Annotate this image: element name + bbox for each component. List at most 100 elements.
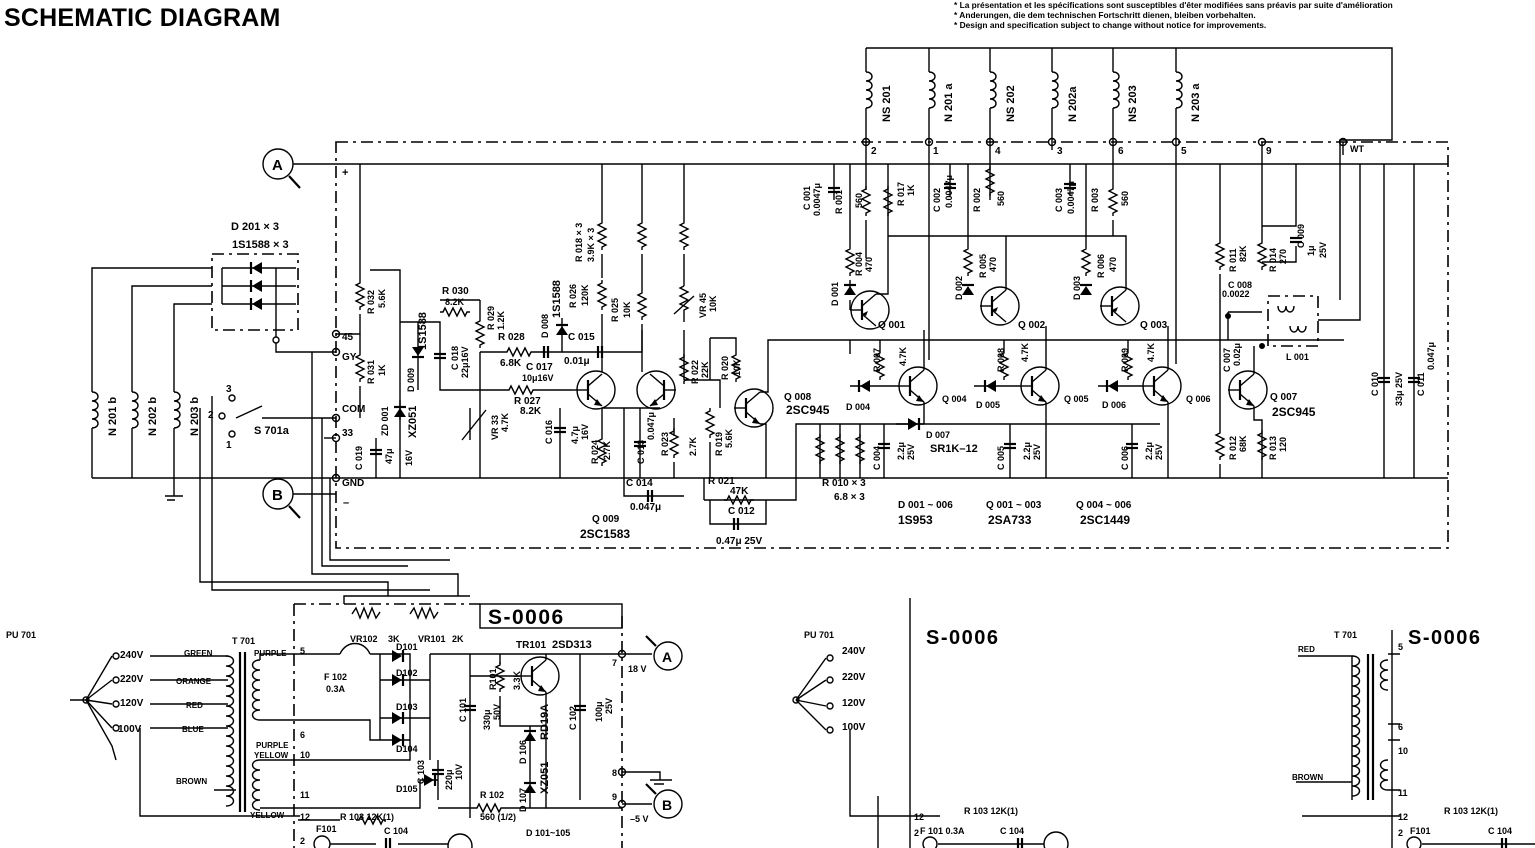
r032-label: R 032 [366, 290, 376, 314]
c016-voltage: 16V [580, 424, 590, 440]
wire-yellow-label: YELLOW [254, 751, 289, 760]
d006-label: D 006 [1102, 400, 1126, 410]
d105-label: D105 [396, 784, 418, 794]
coil-label-n201b: N 201 b [107, 397, 119, 436]
r013-value: 120 [1278, 437, 1288, 452]
wire-yellow: YELLOW [250, 811, 285, 820]
r020-value: 10K [732, 359, 742, 376]
c011-label: C 011 [1416, 372, 1426, 396]
vr102-value: 3K [388, 634, 400, 644]
r021-value: 47K [730, 486, 749, 497]
r007-label: R 007 [872, 348, 882, 372]
zd001-voltage: 16V [404, 450, 414, 466]
diff-amp-section: R 018 × 3 3.9K × 3 R 026 120K R 025 10K … [544, 164, 790, 547]
vr101-label: VR101 [418, 634, 446, 644]
switch-pos-2: 2 [208, 410, 214, 421]
pin-gnd: GND [342, 478, 364, 489]
d104-label: D104 [396, 744, 418, 754]
r011-value: 82K [1238, 245, 1248, 262]
c001-label: C 001 [802, 186, 812, 210]
interboard-wiring [199, 352, 459, 596]
r022-value: 22K [700, 361, 710, 378]
r023-label: R 023 [660, 432, 670, 456]
v240-label: 240V [120, 650, 144, 661]
power-board-title: S-0006 [488, 606, 565, 629]
switch-pos-1: 1 [226, 440, 232, 451]
connector-b-label: B [272, 487, 283, 504]
f101-label: F101 [316, 824, 337, 834]
coil-label-ns202: NS 202 [1005, 85, 1017, 122]
coil-label-n203a: N 203 a [1190, 83, 1202, 122]
pwr-pin-6: 6 [300, 730, 305, 740]
legend-q1-type: 2SA733 [988, 513, 1032, 527]
power-connector-b: B [662, 797, 672, 813]
variant-a-v100: 100V [842, 722, 866, 733]
r021-label: R 021 [708, 476, 735, 487]
r101-label: R101 [488, 668, 498, 690]
connector-a: A + [262, 148, 348, 189]
r019-value: 5.6K [724, 428, 734, 448]
pin-9: 9 [1266, 146, 1272, 157]
variant-b-pin6: 6 [1398, 722, 1403, 732]
switch-s701a: 3 2 1 S 701a [208, 384, 336, 451]
c009-value: 1μ [1306, 245, 1316, 256]
f102-label: F 102 [324, 672, 347, 682]
r025-value: 10K [622, 301, 632, 318]
c012-label: C 012 [728, 506, 755, 517]
r003-label: R 003 [1090, 188, 1100, 212]
d107-label: D 107 [518, 788, 528, 812]
variant-a-v240: 240V [842, 646, 866, 657]
r012-label: R 012 [1228, 436, 1238, 460]
page-title: SCHEMATIC DIAGRAM [4, 4, 281, 32]
variant-a-board: S-0006 [926, 627, 1000, 649]
r026-value: 120K [580, 284, 590, 306]
variant-b-pin10: 10 [1398, 746, 1408, 756]
pin-45: 45 [342, 332, 354, 343]
c018-value: 22μ16V [460, 346, 470, 378]
c006-value: 2.2μ [1144, 442, 1154, 460]
d003-label: D 003 [1072, 276, 1082, 300]
c015-label: C 015 [568, 332, 595, 343]
r012-value: 68K [1238, 435, 1248, 452]
c104-label: C 104 [384, 826, 408, 836]
c103-label: C 103 [416, 760, 426, 784]
l001-label: L 001 [1286, 352, 1309, 362]
note-french: * La présentation et les spécifications … [954, 0, 1393, 10]
pin-wt: WT [1350, 144, 1364, 154]
c010-label: C 010 [1370, 372, 1380, 396]
c019-value: 47μ [384, 448, 394, 464]
wire-blue: BLUE [182, 725, 204, 734]
board-pin-labels: 2 1 4 3 6 5 9 WT [861, 137, 1364, 157]
r028-value: 6.8K [500, 358, 522, 369]
c014-value: 0.047μ [630, 502, 661, 513]
c103-voltage: 10V [454, 764, 464, 780]
c002-label: C 002 [932, 188, 942, 212]
vr45-value: 10K [708, 295, 718, 312]
drive-stage-2: C 002 0.0047μ R 002 560 R 005 470 D 002 … [932, 150, 1046, 331]
d102-label: D102 [396, 668, 418, 678]
c103-value: 220μ [444, 769, 454, 790]
v18-label: 18 V [628, 664, 647, 674]
r026-label: R 026 [568, 284, 578, 308]
revision-notes: * La présentation et les spécifications … [954, 0, 1393, 30]
pin-1: 1 [933, 146, 939, 157]
f102-value: 0.3A [326, 684, 346, 694]
main-board-outline [335, 141, 1449, 549]
pin-3: 3 [1057, 146, 1063, 157]
pwr-pin-7: 7 [612, 658, 617, 668]
pwr-pin-5: 5 [300, 646, 305, 656]
r022-label: R 022 [690, 360, 700, 384]
r019-label: R 019 [714, 432, 724, 456]
c005-voltage: 25V [1032, 444, 1042, 460]
c007-label: C 007 [1222, 348, 1232, 372]
variant-b-t701: T 701 [1334, 630, 1357, 640]
vr33-label: VR 33 [490, 415, 500, 440]
variant-a-v220: 220V [842, 672, 866, 683]
d007-value: SR1K–12 [930, 443, 978, 455]
r028-label: R 028 [498, 332, 525, 343]
d106-value: RD19A [539, 704, 551, 740]
c010-value: 33μ 25V [1394, 372, 1404, 406]
variant-a-pin12: 12 [914, 812, 924, 822]
r103-label: R 103 12K(1) [340, 812, 394, 822]
r004-label: R 004 [854, 252, 864, 276]
